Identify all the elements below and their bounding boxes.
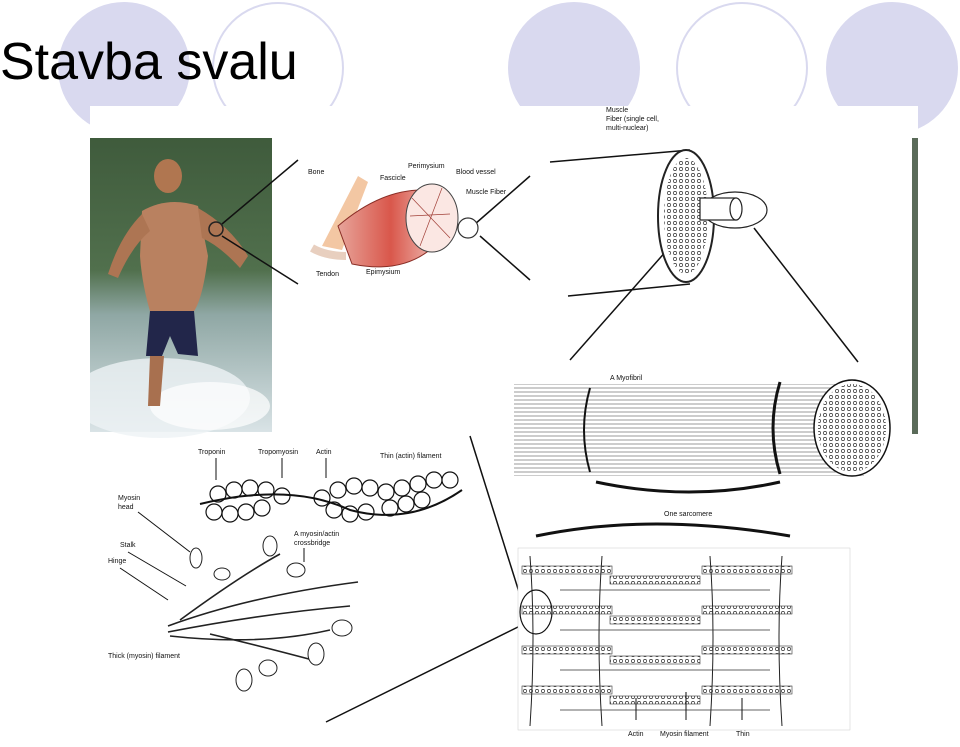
label-thin-filament: Thin (actin) filament xyxy=(380,453,442,460)
label-myosin-filament: Myosin filament xyxy=(660,731,709,738)
label-myosin-head-line1: Myosin xyxy=(118,495,140,502)
label-actin-top: Actin xyxy=(316,449,332,456)
muscle-structure-figure: Bone Fascicle Perimysium Blood vessel Mu… xyxy=(70,106,918,742)
label-thick-filament: Thick (myosin) filament xyxy=(108,653,180,660)
slide-title: Stavba svalu xyxy=(0,33,298,91)
runner-photo xyxy=(70,138,272,438)
label-myosin-head-line2: head xyxy=(118,504,134,511)
label-muscle-fiber-line1: Muscle xyxy=(606,107,628,114)
label-muscle-fiber-line3: multi-nuclear) xyxy=(606,125,648,132)
label-muscle-fiber-line2: Fiber (single cell, xyxy=(606,116,659,123)
label-tropomyosin: Tropomyosin xyxy=(258,449,298,456)
label-fascicle: Fascicle xyxy=(380,175,406,182)
sarcomere-illustration xyxy=(517,547,851,731)
label-muscle-fiber-small: Muscle Fiber xyxy=(466,189,507,196)
label-arrows xyxy=(119,458,743,720)
label-myofibril: A Myofibril xyxy=(610,375,643,382)
label-crossbridge-line2: crossbridge xyxy=(294,540,330,547)
label-tendon: Tendon xyxy=(316,271,339,278)
photo-edge-strip xyxy=(912,138,918,434)
muscle-bundle-illustration xyxy=(310,176,479,268)
label-thin-bottom: Thin xyxy=(736,731,750,738)
label-perimysium: Perimysium xyxy=(408,163,445,170)
label-hinge: Hinge xyxy=(108,558,126,565)
label-sarcomere: One sarcomere xyxy=(664,511,712,518)
label-crossbridge-line1: A myosin/actin xyxy=(294,531,339,538)
muscle-diagram-svg: Bone Fascicle Perimysium Blood vessel Mu… xyxy=(70,107,918,738)
label-blood-vessel: Blood vessel xyxy=(456,169,496,176)
diagram-labels: Bone Fascicle Perimysium Blood vessel Mu… xyxy=(108,107,750,738)
label-troponin: Troponin xyxy=(198,449,225,456)
myofibril-illustration xyxy=(514,379,891,538)
label-stalk: Stalk xyxy=(120,542,136,549)
thick-filament-illustration xyxy=(167,535,359,692)
connector-lines xyxy=(221,149,859,723)
label-epimysium: Epimysium xyxy=(366,269,400,276)
label-bone: Bone xyxy=(308,169,324,176)
thin-filament-illustration xyxy=(199,471,463,523)
label-actin-bottom: Actin xyxy=(628,731,644,738)
muscle-fiber-illustration xyxy=(657,149,768,283)
